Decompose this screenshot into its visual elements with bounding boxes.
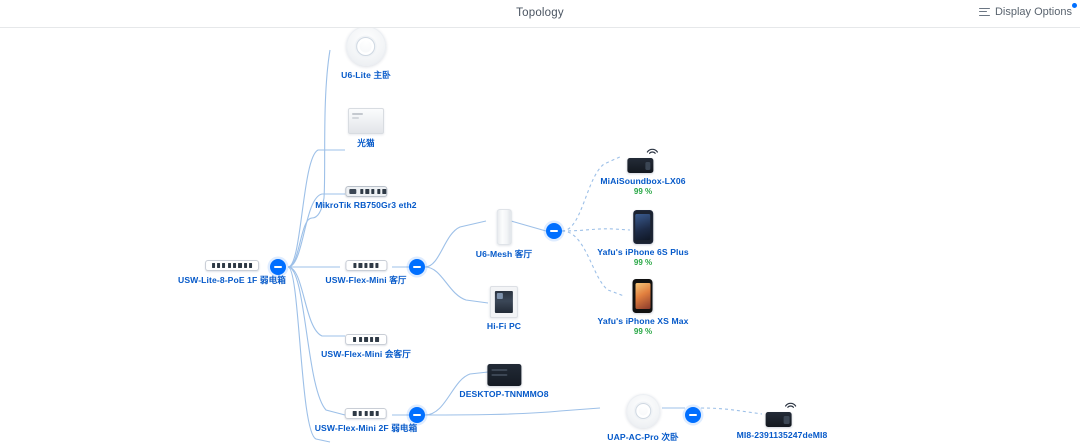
- soundbox-icon: [737, 397, 828, 427]
- topology-node-iphone-xs-max[interactable]: Yafu's iPhone XS Max 99 %: [598, 279, 689, 336]
- collapse-hub-usw-lite-8-poe[interactable]: [270, 259, 286, 275]
- node-label: Yafu's iPhone 6S Plus: [597, 247, 689, 257]
- topology-node-u6-mesh[interactable]: U6-Mesh 客厅: [476, 209, 532, 260]
- topology-links: [270, 49, 763, 443]
- topology-node-ont[interactable]: 光猫: [348, 108, 384, 149]
- phone-icon: [597, 210, 689, 244]
- phone-icon: [598, 279, 689, 313]
- node-label: Yafu's iPhone XS Max: [597, 316, 689, 326]
- page-header: Topology Display Options: [0, 0, 1080, 28]
- hamburger-icon: [978, 7, 990, 17]
- collapse-hub-u6-mesh[interactable]: [546, 223, 562, 239]
- router-icon: [315, 186, 416, 197]
- access-point-icon: [607, 394, 678, 428]
- node-label: USW-Flex-Mini 客厅: [325, 275, 407, 285]
- topology-node-mikrotik[interactable]: MikroTik RB750Gr3 eth2: [315, 186, 417, 210]
- topology-node-uap-ac-pro[interactable]: UAP-AC-Pro 次卧: [607, 394, 679, 443]
- node-label: 光猫: [357, 138, 375, 148]
- topology-canvas[interactable]: USW-Lite-8-PoE 1F 弱电箱 U6-Lite 主卧 光猫 Mikr…: [0, 28, 1080, 447]
- signal-strength: 99 %: [633, 258, 653, 267]
- topology-node-usw-flex-mini-keting[interactable]: USW-Flex-Mini 客厅: [325, 260, 406, 286]
- modem-icon: [348, 108, 384, 134]
- notification-dot: [1072, 3, 1077, 8]
- node-label: MikroTik RB750Gr3 eth2: [315, 200, 417, 210]
- node-label: DESKTOP-TNNMMO8: [459, 389, 549, 399]
- topology-node-iphone-6s-plus[interactable]: Yafu's iPhone 6S Plus 99 %: [597, 210, 689, 267]
- node-label: UAP-AC-Pro 次卧: [607, 432, 679, 442]
- pc-tower-icon: [487, 286, 521, 318]
- page-title: Topology: [516, 7, 564, 19]
- topology-node-usw-lite-8-poe[interactable]: USW-Lite-8-PoE 1F 弱电箱: [178, 260, 286, 286]
- node-label: U6-Lite 主卧: [341, 70, 391, 80]
- topology-node-usw-flex-mini-huiketing[interactable]: USW-Flex-Mini 会客厅: [321, 334, 411, 360]
- topology-node-mi8[interactable]: MI8-2391135247deMI8: [737, 397, 828, 440]
- wifi-signal-icon: [646, 148, 658, 154]
- topology-node-desktop-tnnmmo8[interactable]: DESKTOP-TNNMMO8: [459, 364, 549, 399]
- signal-strength: 99 %: [633, 327, 653, 336]
- topology-node-hifi-pc[interactable]: Hi-Fi PC: [487, 286, 521, 331]
- collapse-hub-uap-ac-pro[interactable]: [685, 407, 701, 423]
- topology-node-miai-soundbox[interactable]: MiAiSoundbox-LX06 99 %: [600, 143, 686, 196]
- node-label: MiAiSoundbox-LX06: [600, 176, 686, 186]
- switch-icon: [321, 334, 411, 345]
- node-label: Hi-Fi PC: [486, 321, 522, 331]
- node-label: U6-Mesh 客厅: [475, 249, 533, 259]
- topology-node-usw-flex-mini-2f[interactable]: USW-Flex-Mini 2F 弱电箱: [315, 408, 418, 434]
- node-label: MI8-2391135247deMI8: [736, 430, 828, 440]
- topology-node-u6-lite[interactable]: U6-Lite 主卧: [341, 28, 391, 81]
- collapse-hub-usw-flex-mini-2f[interactable]: [409, 407, 425, 423]
- soundbox-icon: [600, 143, 685, 173]
- access-point-icon: [341, 28, 391, 66]
- desktop-pc-icon: [459, 364, 548, 386]
- display-options-button[interactable]: Display Options: [978, 3, 1077, 18]
- switch-icon: [315, 408, 418, 419]
- collapse-hub-usw-flex-mini-keting[interactable]: [409, 259, 425, 275]
- node-label: USW-Lite-8-PoE 1F 弱电箱: [178, 275, 286, 285]
- wifi-signal-icon: [785, 402, 797, 408]
- node-label: USW-Flex-Mini 会客厅: [321, 349, 411, 359]
- switch-icon: [325, 260, 406, 271]
- switch-icon: [178, 260, 286, 271]
- node-label: USW-Flex-Mini 2F 弱电箱: [314, 423, 418, 433]
- display-options-label: Display Options: [994, 6, 1072, 18]
- signal-strength: 99 %: [633, 187, 653, 196]
- mesh-ap-icon: [476, 209, 532, 245]
